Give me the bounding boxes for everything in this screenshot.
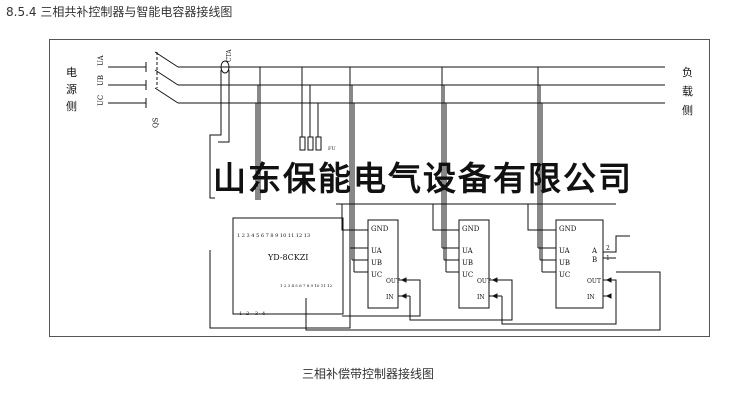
load-side-char-1: 负: [682, 65, 693, 79]
wiring-diagram: 山东保能电气设备有限公司 电 源 侧 负 载 侧 UA UB UC: [66, 49, 693, 331]
source-side-char-3: 侧: [66, 100, 77, 113]
qs-label: QS: [152, 117, 160, 128]
cap1-gnd: GND: [371, 225, 389, 233]
cap3-in: IN: [587, 294, 595, 301]
phase-bus: [108, 66, 665, 104]
signal-loop: [209, 215, 351, 329]
controller-pin-2: 2: [246, 311, 249, 317]
phase-label-uc: UC: [97, 95, 105, 106]
cap3-a: A: [591, 247, 598, 255]
source-side-char-1: 电: [66, 66, 77, 79]
cap2-in: IN: [477, 294, 485, 301]
cap1-ua: UA: [371, 247, 383, 255]
cap1-out: OUT: [386, 278, 400, 285]
cap3-uc: UC: [559, 271, 570, 279]
ct-lead-1: [209, 70, 222, 199]
fuse-label: FU: [328, 146, 336, 152]
gnd-line-3: [527, 204, 556, 231]
figure-caption: 三相补偿带控制器接线图: [301, 367, 434, 381]
controller-pin-1: 1: [239, 311, 242, 317]
controller-bottom-right-pins: 1 2 3 4 5 6 7 8 9 10 11 12: [280, 283, 333, 288]
cap1-uc: UC: [371, 271, 382, 279]
cap3-bus-number-2: 2: [606, 245, 610, 252]
cap3-out: OUT: [587, 278, 601, 285]
page-heading: 8.5.4 三相共补控制器与智能电容器接线图: [6, 5, 233, 19]
cap1-in: IN: [386, 294, 394, 301]
capacitor-unit-3: GND UA UB UC A B OUT IN 2 1: [538, 219, 610, 309]
cap2-gnd: GND: [462, 225, 480, 233]
load-side-char-2: 载: [682, 85, 693, 98]
cap2-ua: UA: [462, 247, 474, 255]
capacitor-feeders: [349, 67, 543, 272]
source-side-char-2: 源: [66, 82, 77, 96]
cap2-ub: UB: [462, 259, 473, 267]
phase-label-ub: UB: [97, 75, 105, 86]
cap2-out: OUT: [477, 278, 491, 285]
load-side-char-3: 侧: [682, 104, 693, 117]
gnd-line-1: [341, 204, 368, 231]
source-side-label: 电 源 侧: [66, 66, 77, 113]
fuse-block: [299, 67, 322, 151]
cap2-uc: UC: [462, 271, 473, 279]
ct-lead-2: [218, 70, 230, 143]
com-line: [305, 271, 661, 331]
controller-pin-3: 3: [255, 311, 258, 317]
controller-top-pins: 1 2 3 4 5 6 7 8 9 10 11 12 13: [237, 233, 310, 239]
cap3-ub: UB: [559, 259, 570, 267]
current-transformer: [220, 60, 230, 74]
controller-pin-4: 4: [262, 311, 265, 317]
ct-label: CTA: [226, 49, 233, 62]
phase-label-ua: UA: [97, 54, 105, 66]
diagram-frame: 山东保能电气设备有限公司 电 源 侧 负 载 侧 UA UB UC: [49, 39, 710, 337]
cap1-ub: UB: [371, 259, 382, 267]
gnd-line-2: [432, 204, 459, 231]
cap3-ua: UA: [559, 247, 571, 255]
watermark-text: 山东保能电气设备有限公司: [213, 159, 633, 198]
capacitor-unit-1: GND UA UB UC OUT IN: [350, 219, 400, 309]
controller-box: 1 2 3 4 5 6 7 8 9 10 11 12 13 YD-8CKZI 1…: [232, 217, 344, 317]
cap3-gnd: GND: [559, 225, 577, 233]
controller-model: YD-8CKZI: [267, 253, 308, 262]
capacitor-unit-2: GND UA UB UC OUT IN: [442, 219, 491, 309]
qs-switch: [145, 51, 179, 108]
cap3-b: B: [592, 256, 597, 264]
load-side-label: 负 载 侧: [682, 65, 693, 117]
arrow-markers: [400, 277, 612, 299]
